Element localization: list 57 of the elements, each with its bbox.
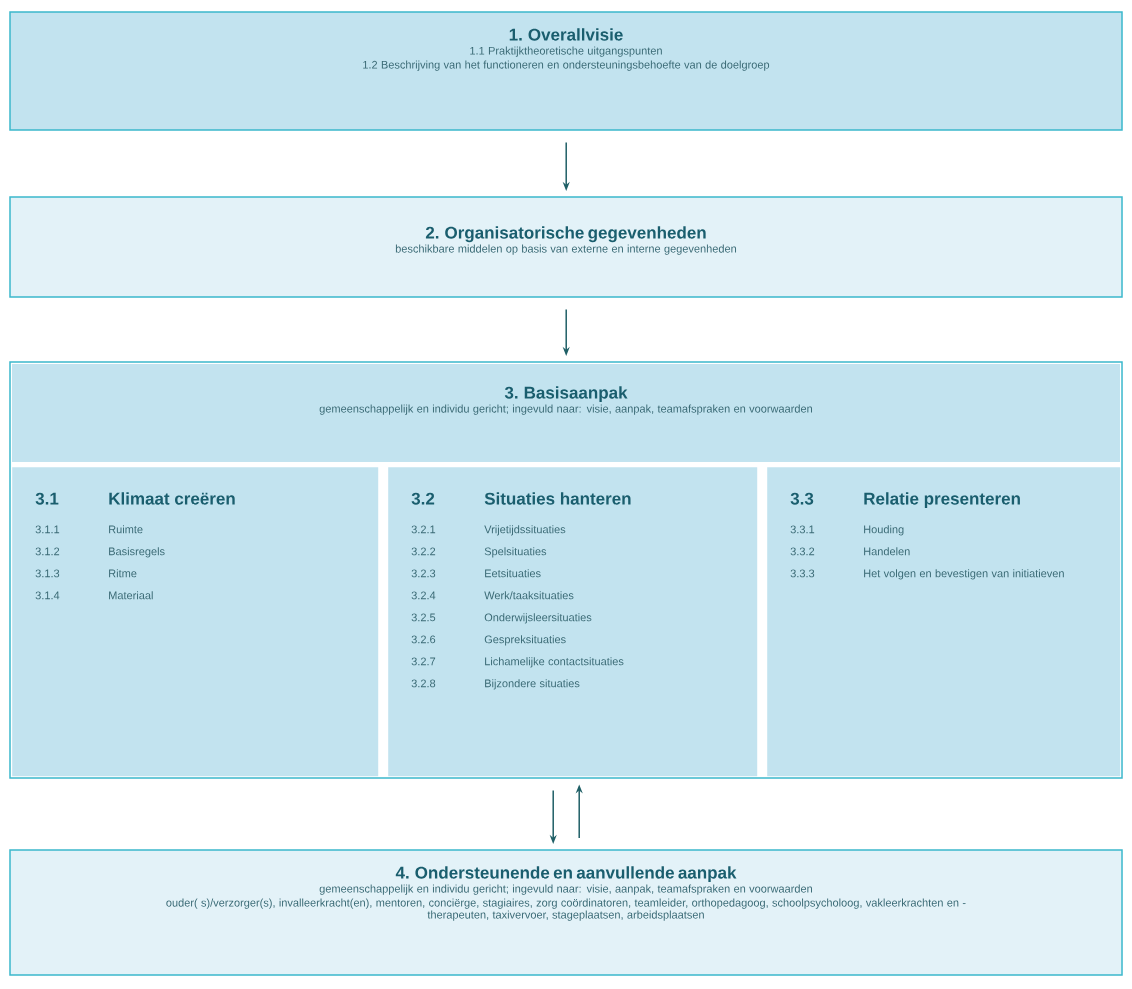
node-label: 3.2.7: [411, 657, 436, 666]
list-item: 3.2.8 Bijzondere situaties: [411, 679, 580, 690]
node-label: 3.1.4: [35, 591, 60, 600]
list-item: 3.1.4 Materiaal: [35, 591, 153, 600]
node-label: Houding: [864, 525, 904, 536]
node-label: Lichamelijke contactsituaties: [485, 657, 624, 668]
node-label: 3.2.1: [411, 525, 436, 534]
node-label: Het volgen en bevestigen van initiatieven: [864, 569, 1064, 580]
process-box: 1. Overallvisie 1.1 Praktijktheoretische uitgangspunten 1.2 Beschrijving van het functioneren en ondersteuningsbehoefte van de doelgroep: [9, 11, 1123, 131]
node-label: 3.2.6: [411, 635, 436, 644]
list-item: 3.1.3 Ritme: [35, 569, 137, 578]
node-label: 3.3.3: [790, 569, 815, 578]
column-heading: 3.2 Situaties hanteren: [411, 492, 631, 505]
node-label: Ritme: [109, 569, 137, 578]
node-label: 3.2.8: [411, 679, 436, 688]
node-label: 3.1.2: [35, 547, 60, 556]
node-label: Ruimte: [109, 525, 143, 534]
list-item: 3.2.7 Lichamelijke contactsituaties: [411, 657, 624, 668]
node-label: Basisregels: [109, 547, 165, 558]
node-label: Gespreksituaties: [484, 635, 566, 646]
node-label: Vrijetijdssituaties: [484, 525, 566, 536]
column-heading: 3.3 Relatie presenteren: [790, 492, 1020, 509]
node-label: Werk/taaksituaties: [484, 591, 574, 600]
list-item: 3.3.2 Handelen: [790, 547, 910, 556]
node-label: Eetsituaties: [485, 569, 541, 578]
list-item: 3.2.4 Werk/taaksituaties: [411, 591, 574, 600]
node-label: Onderwijsleersituaties: [484, 613, 592, 624]
node-label: 3.3.1: [790, 525, 815, 534]
node-label: 3.2: [411, 492, 435, 505]
list-item: 3.2.3 Eetsituaties: [411, 569, 541, 578]
node-label: 3.2.2: [411, 547, 436, 556]
node-label: 3.2.3: [411, 569, 436, 578]
node-label: Materiaal: [109, 591, 153, 600]
list-item: 3.2.1 Vrijetijdssituaties: [411, 525, 566, 536]
node-label: Klimaat creëren: [109, 492, 235, 505]
list-item: 3.2.6 Gespreksituaties: [411, 635, 566, 646]
node-label: Handelen: [864, 547, 910, 556]
list-item: 3.3.1 Houding: [790, 525, 904, 536]
node-label: 3.1: [35, 492, 59, 505]
list-item: 3.2.2 Spelsituaties: [411, 547, 547, 558]
node-label: Relatie presenteren: [864, 492, 1020, 509]
process-box: 2. Organisatorische gegevenheden beschikbare middelen op basis van externe en interne gegevenheden: [9, 196, 1123, 298]
list-item: 3.2.5 Onderwijsleersituaties: [411, 613, 592, 624]
node-label: Bijzondere situaties: [485, 679, 580, 690]
node-label: Spelsituaties: [484, 547, 547, 558]
list-item: 3.3.3 Het volgen en bevestigen van initiatieven: [790, 569, 1064, 580]
node-label: 3.3.2: [790, 547, 815, 556]
node-label: Situaties hanteren: [484, 492, 631, 505]
node-label: 3.1.3: [35, 569, 60, 578]
node-label: 3.2.5: [411, 613, 436, 622]
node-label: 3.1.1: [35, 525, 60, 534]
node-label: 3.3: [790, 492, 814, 505]
column-heading: 3.1 Klimaat creëren: [35, 492, 235, 505]
list-item: 3.1.1 Ruimte: [35, 525, 143, 534]
process-box: 4. Ondersteunende en aanvullende aanpak gemeenschappelijk en individu gericht; ingevuld naar: visie, aanpak, teamafspraken en voorwaarden ouder( s)/verzorger(s), invalleerkracht(en), mentoren, conciërge, stagiaires, zorg coördinatoren, teamleider, orthopedagoog, schoolpsycholoog, vakleerkrachten en -therapeuten, taxivervoer, stageplaatsen, arbeidsplaatsen: [9, 849, 1123, 976]
node-label: 3.2.4: [411, 591, 436, 600]
list-item: 3.1.2 Basisregels: [35, 547, 165, 558]
